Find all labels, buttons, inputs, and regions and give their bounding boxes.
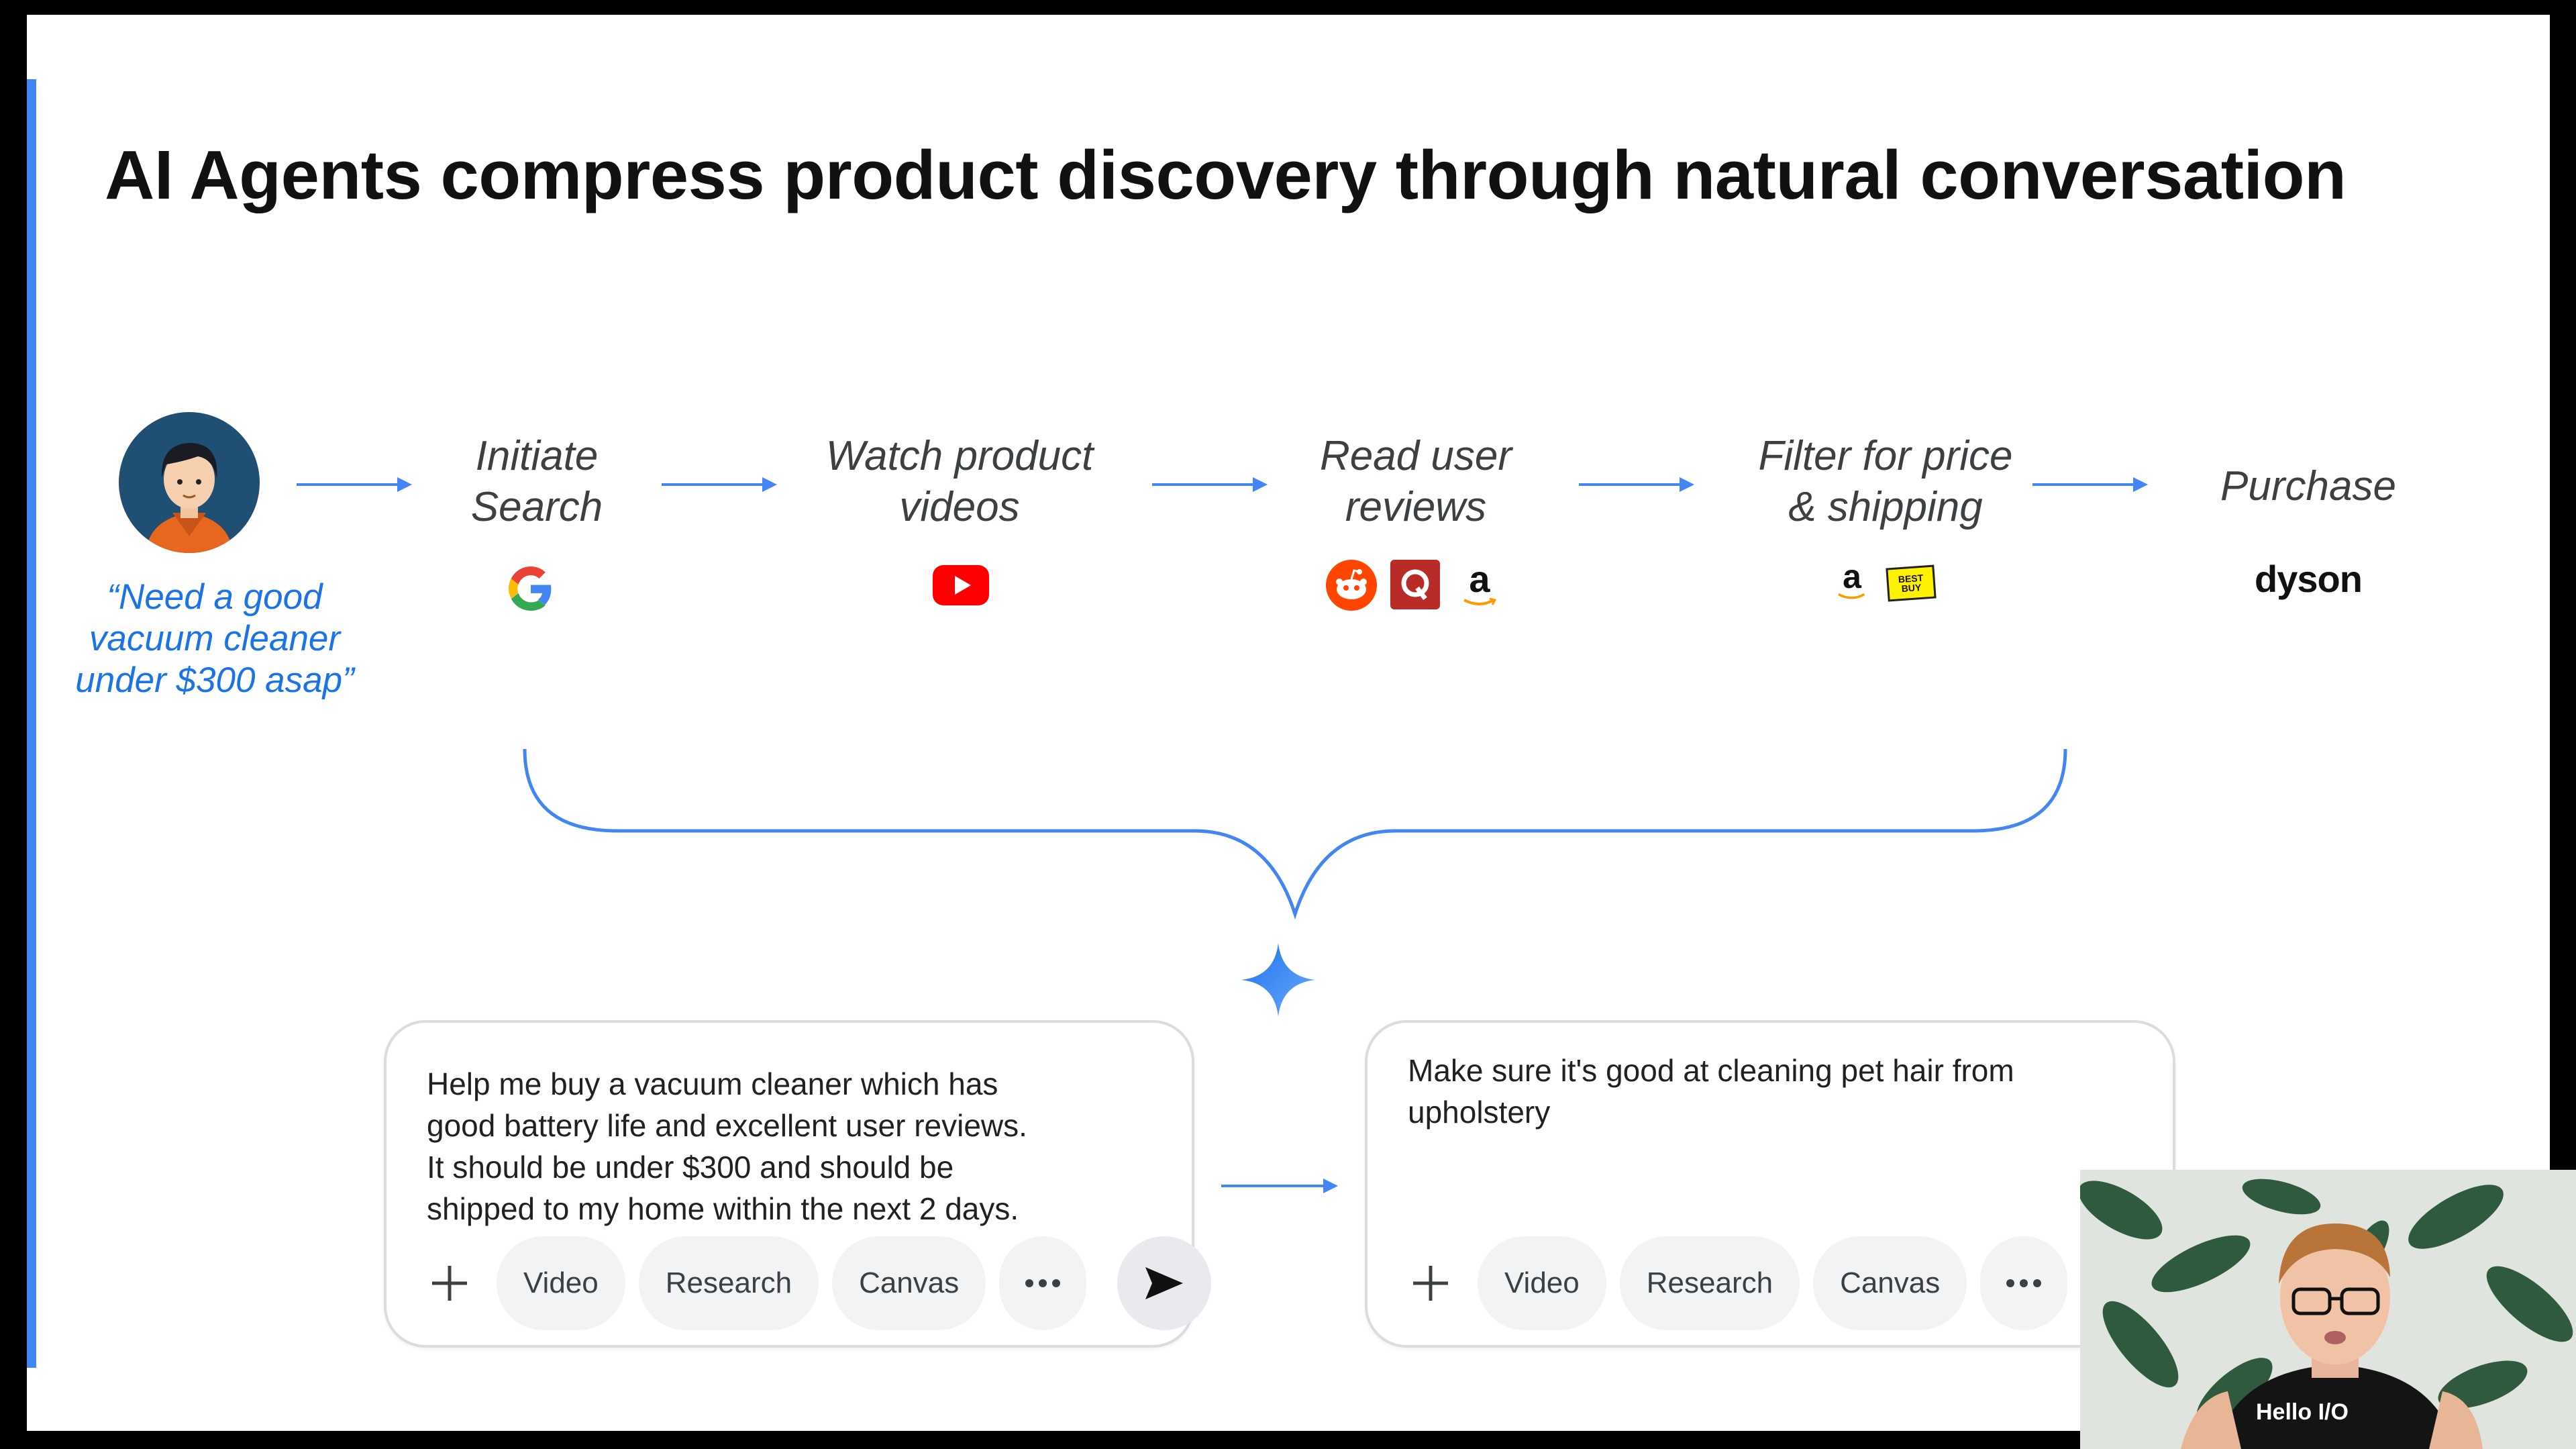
prompt-card-followup: Make sure it's good at cleaning pet hair… — [1365, 1020, 2175, 1348]
step-filter-price: Filter for price & shipping — [1758, 433, 2013, 530]
speaker-video-image — [2080, 1170, 2576, 1449]
quora-icon — [1390, 560, 1440, 609]
more-button[interactable] — [999, 1236, 1087, 1330]
step-watch-videos: Watch product videos — [825, 433, 1094, 530]
flow-arrow — [662, 477, 777, 492]
google-icon — [509, 566, 552, 611]
merge-brace — [523, 748, 2067, 920]
flow-arrow — [1221, 1179, 1338, 1193]
add-button[interactable] — [1397, 1236, 1464, 1330]
prompt-toolbar: Video Research Canvas — [1397, 1236, 2068, 1330]
flow-arrow — [297, 477, 412, 492]
step-initiate-search: Initiate Search — [470, 433, 603, 530]
speaker-webcam: Hello I/O — [2080, 1170, 2576, 1449]
reddit-icon — [1326, 560, 1377, 611]
prompt-text: Make sure it's good at cleaning pet hair… — [1408, 1053, 2014, 1130]
canvas-chip[interactable]: Canvas — [1813, 1236, 1967, 1330]
slide: AI Agents compress product discovery thr… — [27, 15, 2550, 1431]
send-icon — [1145, 1267, 1184, 1299]
more-button[interactable] — [1980, 1236, 2068, 1330]
step-purchase: Purchase — [2220, 463, 2396, 509]
send-button[interactable] — [1117, 1236, 1212, 1330]
research-chip[interactable]: Research — [1619, 1236, 1800, 1330]
flow-arrow — [2032, 477, 2148, 492]
prompt-card-initial: Help me buy a vacuum cleaner which has g… — [384, 1020, 1212, 1348]
video-chip[interactable]: Video — [1478, 1236, 1606, 1330]
user-quote: “Need a good vacuum cleaner under $300 a… — [75, 577, 354, 700]
research-chip[interactable]: Research — [638, 1236, 819, 1330]
dyson-logo: dyson — [2255, 558, 2363, 600]
bestbuy-icon: BEST BUY — [1886, 564, 1937, 602]
add-button[interactable] — [416, 1236, 483, 1330]
user-avatar-icon — [119, 412, 260, 553]
flow-arrow — [1579, 477, 1694, 492]
more-icon — [2006, 1279, 2042, 1287]
flow-arrow — [1152, 477, 1268, 492]
amazon-icon: a — [1456, 557, 1503, 611]
video-chip[interactable]: Video — [497, 1236, 625, 1330]
prompt-text: Help me buy a vacuum cleaner which has g… — [427, 1066, 1027, 1226]
canvas-chip[interactable]: Canvas — [832, 1236, 986, 1330]
prompt-toolbar: Video Research Canvas — [416, 1236, 1212, 1330]
plus-icon — [432, 1266, 467, 1301]
plus-icon — [1413, 1266, 1448, 1301]
slide-title: AI Agents compress product discovery thr… — [105, 136, 2347, 213]
more-icon — [1025, 1279, 1061, 1287]
step-read-reviews: Read user reviews — [1319, 433, 1512, 530]
gemini-sparkle-icon — [1241, 943, 1315, 1017]
speaker-shirt-text: Hello I/O — [2256, 1399, 2349, 1425]
slide-accent-bar — [27, 79, 36, 1368]
amazon-icon: a — [1832, 557, 1872, 604]
youtube-icon — [933, 565, 989, 605]
